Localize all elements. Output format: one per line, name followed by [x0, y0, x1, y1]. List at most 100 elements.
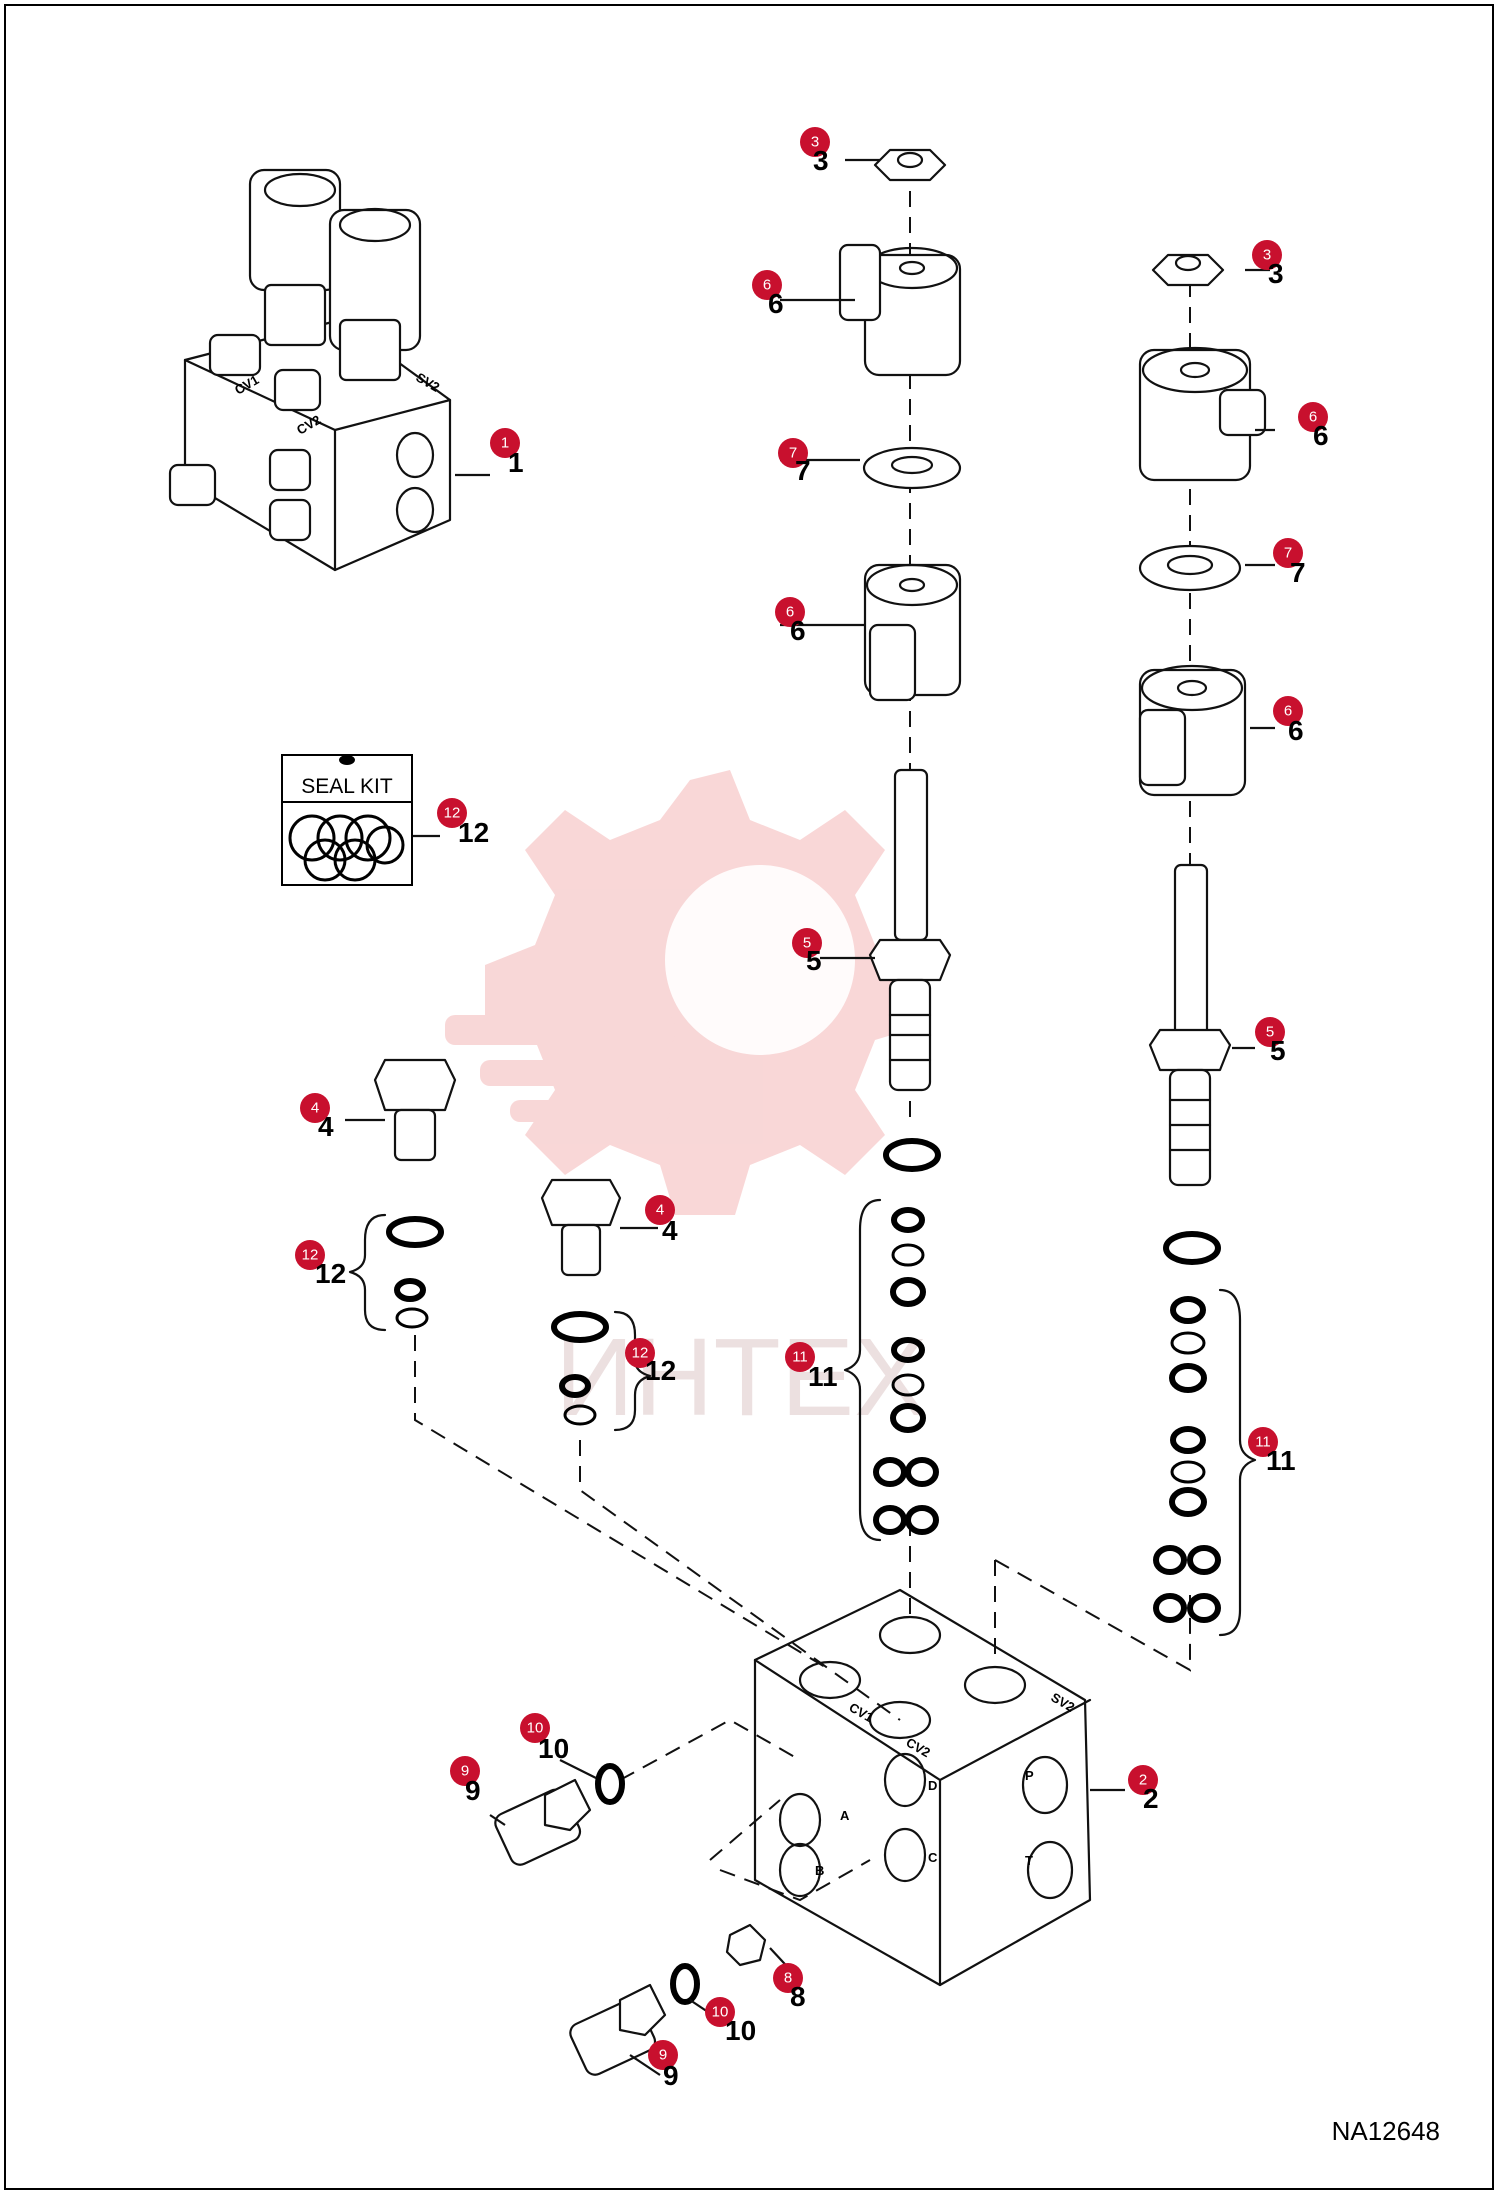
callout-11-left: 11 11 [785, 1342, 838, 1392]
callout-9-upper: 9 9 [450, 1756, 481, 1806]
svg-text:10: 10 [712, 2004, 729, 2021]
o-ring-10-upper [595, 1763, 625, 1805]
fitting-9-upper [494, 1778, 592, 1866]
svg-text:9: 9 [663, 2060, 679, 2091]
svg-text:2: 2 [1143, 1783, 1159, 1814]
callout-1: 1 1 [490, 428, 524, 478]
bracket-11-left [843, 1198, 882, 1542]
callout-4-upper: 4 4 [300, 1093, 334, 1142]
svg-text:11: 11 [1255, 1434, 1271, 1451]
nut-3-left [873, 148, 947, 182]
coil-6-upper-right [1138, 346, 1267, 482]
svg-text:8: 8 [790, 1981, 806, 2012]
watermark-core [665, 865, 855, 1055]
svg-text:7: 7 [789, 445, 797, 462]
callout-3-left: 3 3 [800, 127, 830, 176]
svg-text:10: 10 [538, 1733, 569, 1764]
callout-7-right: 7 7 [1273, 538, 1306, 588]
svg-text:6: 6 [1288, 715, 1304, 746]
orifice-8 [725, 1923, 767, 1967]
svg-text:6: 6 [1284, 703, 1292, 720]
cartridge-5-right [1148, 863, 1232, 1187]
callout-12-lower: 12 12 [625, 1338, 676, 1386]
valve-assembly-1: CV1 CV2 SV2 [168, 168, 452, 572]
svg-text:12: 12 [444, 805, 461, 822]
svg-text:6: 6 [790, 615, 806, 646]
callout-7-left: 7 7 [778, 438, 811, 486]
svg-text:11: 11 [808, 1361, 838, 1392]
callout-8: 8 8 [773, 1963, 806, 2012]
svg-text:10: 10 [725, 2015, 756, 2046]
svg-text:12: 12 [632, 1345, 649, 1362]
svg-text:12: 12 [645, 1355, 676, 1386]
svg-text:3: 3 [1268, 258, 1284, 289]
svg-text:1: 1 [508, 447, 524, 478]
washer-7-right [1138, 544, 1242, 592]
plug-4-upper [373, 1058, 457, 1162]
svg-text:5: 5 [803, 935, 811, 952]
o-ring-stack-left [873, 1138, 941, 1535]
fitting-9-lower [569, 1983, 667, 2076]
svg-text:6: 6 [1313, 420, 1329, 451]
svg-text:3: 3 [1263, 247, 1271, 264]
port-label-block-c: C [928, 1850, 938, 1865]
o-ring-stack-plug-upper [386, 1216, 444, 1329]
coil-6-upper-left [838, 243, 962, 377]
bracket-12-upper [348, 1213, 387, 1332]
bracket-12-lower [613, 1310, 652, 1432]
svg-text:7: 7 [1290, 557, 1306, 588]
svg-text:10: 10 [527, 1720, 544, 1737]
svg-text:11: 11 [792, 1349, 808, 1366]
callout-3-right: 3 3 [1252, 240, 1284, 289]
port-label-block-p: P [1025, 1768, 1034, 1783]
bracket-11-right [1218, 1288, 1257, 1637]
callout-10-upper: 10 10 [520, 1713, 569, 1764]
callout-5-right: 5 5 [1255, 1017, 1286, 1066]
plug-4-lower [540, 1178, 622, 1277]
o-ring-10-lower [670, 1963, 700, 2005]
svg-text:1: 1 [501, 435, 509, 452]
svg-text:9: 9 [659, 2047, 667, 2064]
svg-text:6: 6 [786, 604, 794, 621]
callout-2: 2 2 [1128, 1765, 1159, 1814]
coil-6-lower-left [863, 563, 962, 702]
watermark-text: ИНТЕХ [555, 1316, 927, 1439]
port-label-block-d: D [928, 1778, 937, 1793]
port-label-block-b: B [815, 1863, 824, 1878]
svg-text:5: 5 [1266, 1024, 1274, 1041]
svg-text:12: 12 [458, 817, 489, 848]
o-ring-stack-plug-lower [551, 1311, 609, 1426]
washer-7-left [862, 446, 962, 490]
callout-10-lower: 10 10 [705, 1997, 756, 2046]
svg-text:9: 9 [465, 1775, 481, 1806]
figure-id: NA12648 [1332, 2116, 1440, 2146]
svg-text:3: 3 [811, 134, 819, 151]
svg-text:5: 5 [806, 945, 822, 976]
page-border [4, 4, 1494, 2190]
callout-4-lower: 4 4 [645, 1195, 678, 1246]
callout-5-left: 5 5 [792, 928, 822, 976]
callout-6-b: 6 6 [775, 597, 806, 646]
callout-6-d: 6 6 [1273, 696, 1304, 746]
svg-text:2: 2 [1139, 1772, 1147, 1789]
svg-text:4: 4 [318, 1111, 334, 1142]
svg-text:4: 4 [656, 1202, 664, 1219]
coil-6-lower-right [1138, 664, 1247, 797]
svg-text:4: 4 [311, 1100, 319, 1117]
svg-text:6: 6 [1309, 409, 1317, 426]
svg-text:7: 7 [795, 455, 811, 486]
svg-text:5: 5 [1270, 1035, 1286, 1066]
svg-text:3: 3 [813, 145, 829, 176]
callout-9-lower: 9 9 [648, 2040, 679, 2091]
port-label-block-a: A [840, 1808, 850, 1823]
svg-text:4: 4 [662, 1215, 678, 1246]
callout-12-seal-kit: 12 12 [437, 798, 489, 848]
svg-text:12: 12 [315, 1258, 346, 1289]
callout-11-right: 11 11 [1248, 1427, 1296, 1476]
svg-text:8: 8 [784, 1970, 792, 1987]
svg-text:11: 11 [1266, 1445, 1296, 1476]
svg-text:7: 7 [1284, 545, 1292, 562]
svg-text:12: 12 [302, 1247, 319, 1264]
seal-kit-box: SEAL KIT [281, 754, 413, 886]
